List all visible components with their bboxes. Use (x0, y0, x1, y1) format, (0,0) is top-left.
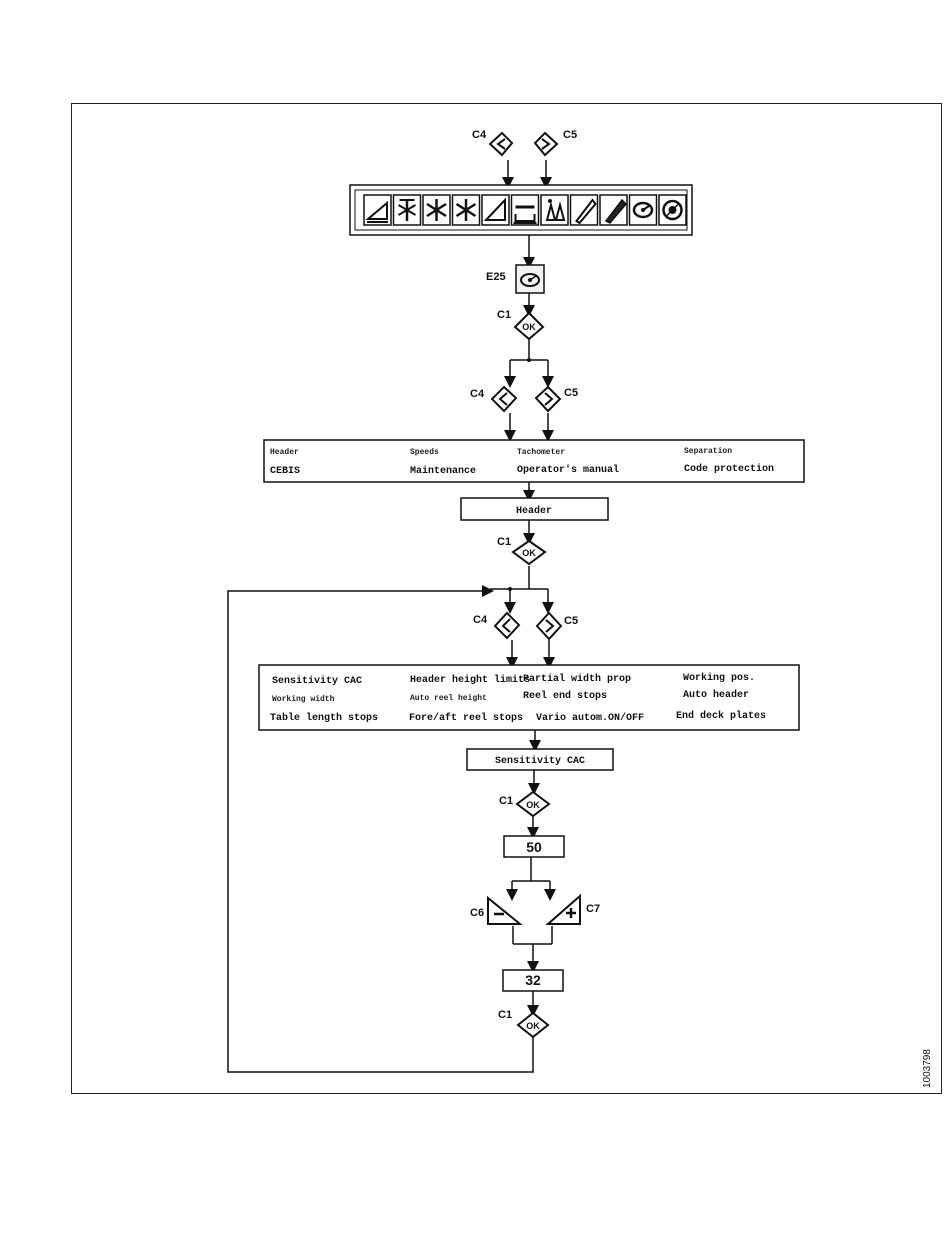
submenu-item-auto-header[interactable]: Auto header (683, 689, 749, 701)
header-selection-box: Header (460, 497, 609, 521)
c1-label-2: C1 (497, 536, 511, 548)
key-label-c6: C6 (470, 907, 484, 919)
sensitivity-selection-label: Sensitivity CAC (495, 755, 585, 767)
icon-bar-cell-asterisk-icon[interactable] (422, 194, 451, 226)
c1-label-1: C1 (497, 309, 511, 321)
e25-gauge-button[interactable] (515, 264, 545, 294)
asterisk-icon (455, 199, 477, 221)
icon-bar (349, 184, 693, 236)
value-initial-text: 50 (526, 839, 542, 855)
key-label-c5-top: C5 (563, 129, 577, 141)
ok-label: OK (522, 548, 536, 558)
main-menu-panel: Header Speeds Tachometer Separation CEBI… (263, 439, 805, 483)
reel-icon (397, 199, 417, 221)
header-submenu-panel: Sensitivity CAC Header height limits Par… (258, 664, 800, 731)
value-final-text: 32 (525, 972, 541, 988)
figure-id: 1003798 (922, 1049, 933, 1088)
ok-label: OK (526, 800, 540, 810)
ramp-icon (483, 197, 506, 221)
menu-item-maintenance[interactable]: Maintenance (410, 465, 476, 477)
ok-label: OK (522, 322, 536, 332)
header-icon (365, 200, 388, 223)
c5-right-button-mid[interactable] (534, 385, 562, 413)
key-label-c4-top: C4 (472, 129, 487, 141)
gauge-icon (632, 201, 654, 219)
submenu-item-sensitivity-cac[interactable]: Sensitivity CAC (272, 675, 362, 687)
key-label-c4-mid: C4 (470, 388, 485, 400)
pencil-icon (575, 198, 597, 225)
menu-item-speeds[interactable]: Speeds (410, 448, 439, 457)
key-label-c5-mid: C5 (564, 387, 578, 399)
key-label-c4-low: C4 (473, 614, 488, 626)
menu-item-cebis[interactable]: CEBIS (270, 466, 300, 477)
c1-label-4: C1 (498, 1009, 512, 1021)
gauge-icon (520, 273, 540, 287)
asterisk-icon (426, 199, 447, 221)
submenu-item-end-deck-plates[interactable]: End deck plates (676, 710, 766, 722)
submenu-item-auto-reel-height[interactable]: Auto reel height (410, 694, 487, 703)
menu-item-tachometer[interactable]: Tachometer (517, 448, 565, 457)
icon-bar-cell-pencil-filled-icon[interactable] (599, 194, 628, 226)
menu-item-code-protection[interactable]: Code protection (684, 463, 774, 475)
loop-back-connector (227, 585, 534, 1073)
submenu-item-fore-aft-reel-stops[interactable]: Fore/aft reel stops (409, 712, 523, 724)
icon-bar-cell-settings-icon[interactable] (658, 194, 687, 226)
icon-bar-cell-asterisk-icon[interactable] (451, 194, 481, 226)
c4-left-button-low[interactable] (493, 611, 521, 640)
key-label-c7: C7 (586, 903, 600, 915)
c6-minus-button[interactable] (487, 895, 523, 925)
submenu-item-working-width[interactable]: Working width (272, 695, 335, 704)
settings-icon (662, 199, 683, 221)
icon-bar-cell-sieve-icon[interactable] (510, 194, 540, 226)
sieve-icon (513, 205, 537, 224)
c1-label-3: C1 (499, 795, 513, 807)
value-display-initial: 50 (503, 835, 565, 858)
c1-ok-button-3[interactable]: OK (515, 790, 551, 818)
icon-bar-cell-spray-icon[interactable] (540, 194, 569, 226)
c1-ok-button-4[interactable]: OK (516, 1011, 550, 1039)
submenu-item-header-height-limits[interactable]: Header height limits (410, 674, 530, 686)
pencil-filled-icon (604, 198, 628, 224)
submenu-item-vario-autom[interactable]: Vario autom.ON/OFF (536, 712, 644, 724)
header-selection-label: Header (516, 505, 552, 517)
submenu-item-working-pos[interactable]: Working pos. (683, 672, 755, 684)
icon-bar-cell-pencil-icon[interactable] (569, 194, 599, 226)
menu-item-operators-manual[interactable]: Operator's manual (517, 464, 619, 476)
spray-icon (545, 199, 566, 221)
c5-right-button-top[interactable] (533, 131, 559, 157)
icon-bar-cell-header-icon[interactable] (363, 194, 392, 226)
submenu-item-partial-width-prop[interactable]: Partial width prop (523, 673, 631, 685)
ok-label: OK (526, 1021, 540, 1031)
c7-plus-button[interactable] (545, 893, 581, 925)
key-label-c5-low: C5 (564, 615, 578, 627)
c1-ok-button-2[interactable]: OK (511, 539, 547, 566)
menu-item-separation[interactable]: Separation (684, 447, 732, 456)
icon-bar-cell-reel-icon[interactable] (392, 194, 422, 226)
icon-bar-cell-ramp-icon[interactable] (481, 194, 510, 226)
icon-bar-cell-gauge-icon[interactable] (628, 194, 658, 226)
e25-label: E25 (486, 271, 506, 283)
c4-left-button-top[interactable] (488, 131, 514, 157)
submenu-item-reel-end-stops[interactable]: Reel end stops (523, 690, 607, 702)
submenu-item-table-length-stops[interactable]: Table length stops (270, 712, 378, 724)
value-display-final: 32 (502, 969, 564, 992)
menu-item-header[interactable]: Header (270, 448, 299, 457)
c5-right-button-low[interactable] (535, 611, 563, 641)
figure-frame (71, 103, 942, 1094)
sensitivity-selection-box: Sensitivity CAC (466, 748, 614, 771)
c1-ok-button-1[interactable]: OK (513, 311, 545, 341)
c4-left-button-mid[interactable] (490, 385, 518, 413)
plus-icon (566, 908, 576, 918)
